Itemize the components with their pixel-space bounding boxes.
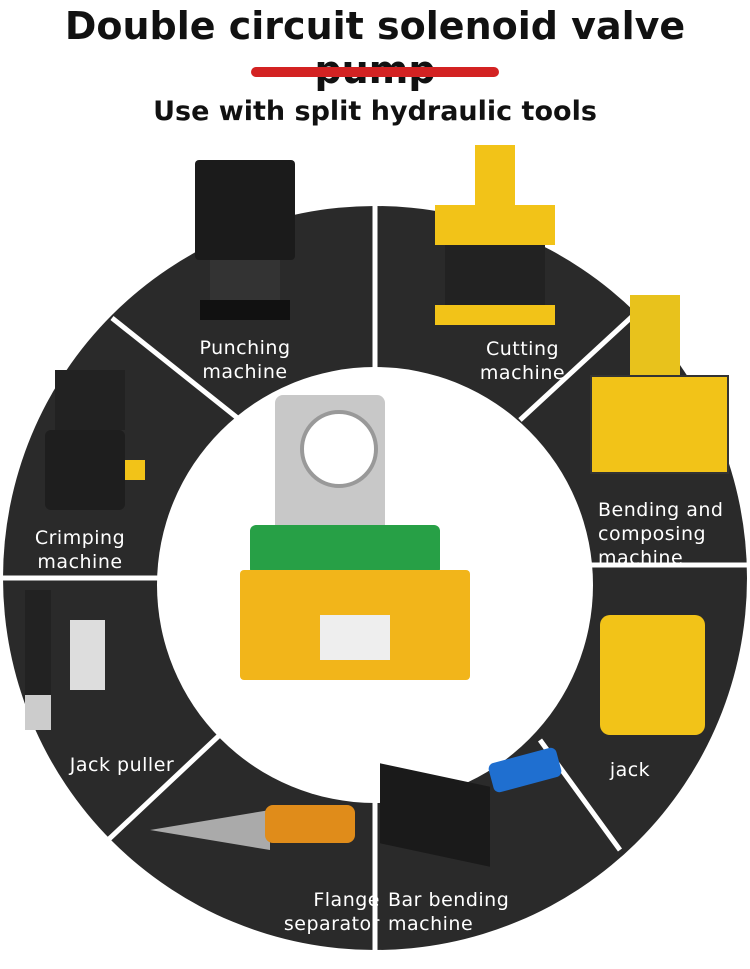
bar-bending-machine-image [380, 735, 565, 867]
tool-label-jack: jack [590, 758, 670, 782]
label-line: Crimping [34, 527, 126, 549]
label-line: machine [598, 547, 684, 569]
bending-machine-image [590, 295, 729, 480]
jack-puller-image [20, 590, 180, 735]
label-line: machine [479, 362, 566, 384]
hydraulic-pump-image [240, 385, 490, 695]
label-line: Bar bending [388, 889, 510, 911]
label-line: Punching [199, 337, 291, 359]
wheel-dividers [0, 200, 750, 955]
tool-label-cutting-machine: Cutting machine [455, 337, 590, 385]
label-line: machine [202, 361, 288, 383]
tool-label-crimping-machine: Crimping machine [20, 526, 140, 574]
title-underline [251, 67, 499, 77]
label-line: Flange [313, 889, 380, 911]
crimping-machine-image [40, 340, 150, 515]
flange-separator-image [150, 770, 360, 870]
tool-label-jack-puller: Jack puller [62, 753, 182, 777]
label-line: machine [388, 913, 474, 935]
label-line: separator [283, 913, 380, 935]
label-line: machine [37, 551, 123, 573]
jack-image [600, 615, 705, 745]
tool-label-bar-bending-machine: Bar bending machine [388, 888, 528, 936]
label-line: Cutting [485, 338, 560, 360]
label-line: Jack puller [69, 754, 175, 776]
subtitle: Use with split hydraulic tools [153, 96, 597, 127]
tool-label-bending-machine: Bending and composing machine [598, 498, 738, 570]
label-line: Bending and [598, 499, 724, 521]
label-line: composing [598, 523, 707, 545]
tool-label-punching-machine: Punching machine [175, 336, 315, 384]
label-line: jack [609, 759, 651, 781]
punching-machine-image [195, 150, 295, 325]
cutting-machine-image [430, 145, 560, 330]
tool-label-flange-separator: Flange separator [255, 888, 380, 936]
